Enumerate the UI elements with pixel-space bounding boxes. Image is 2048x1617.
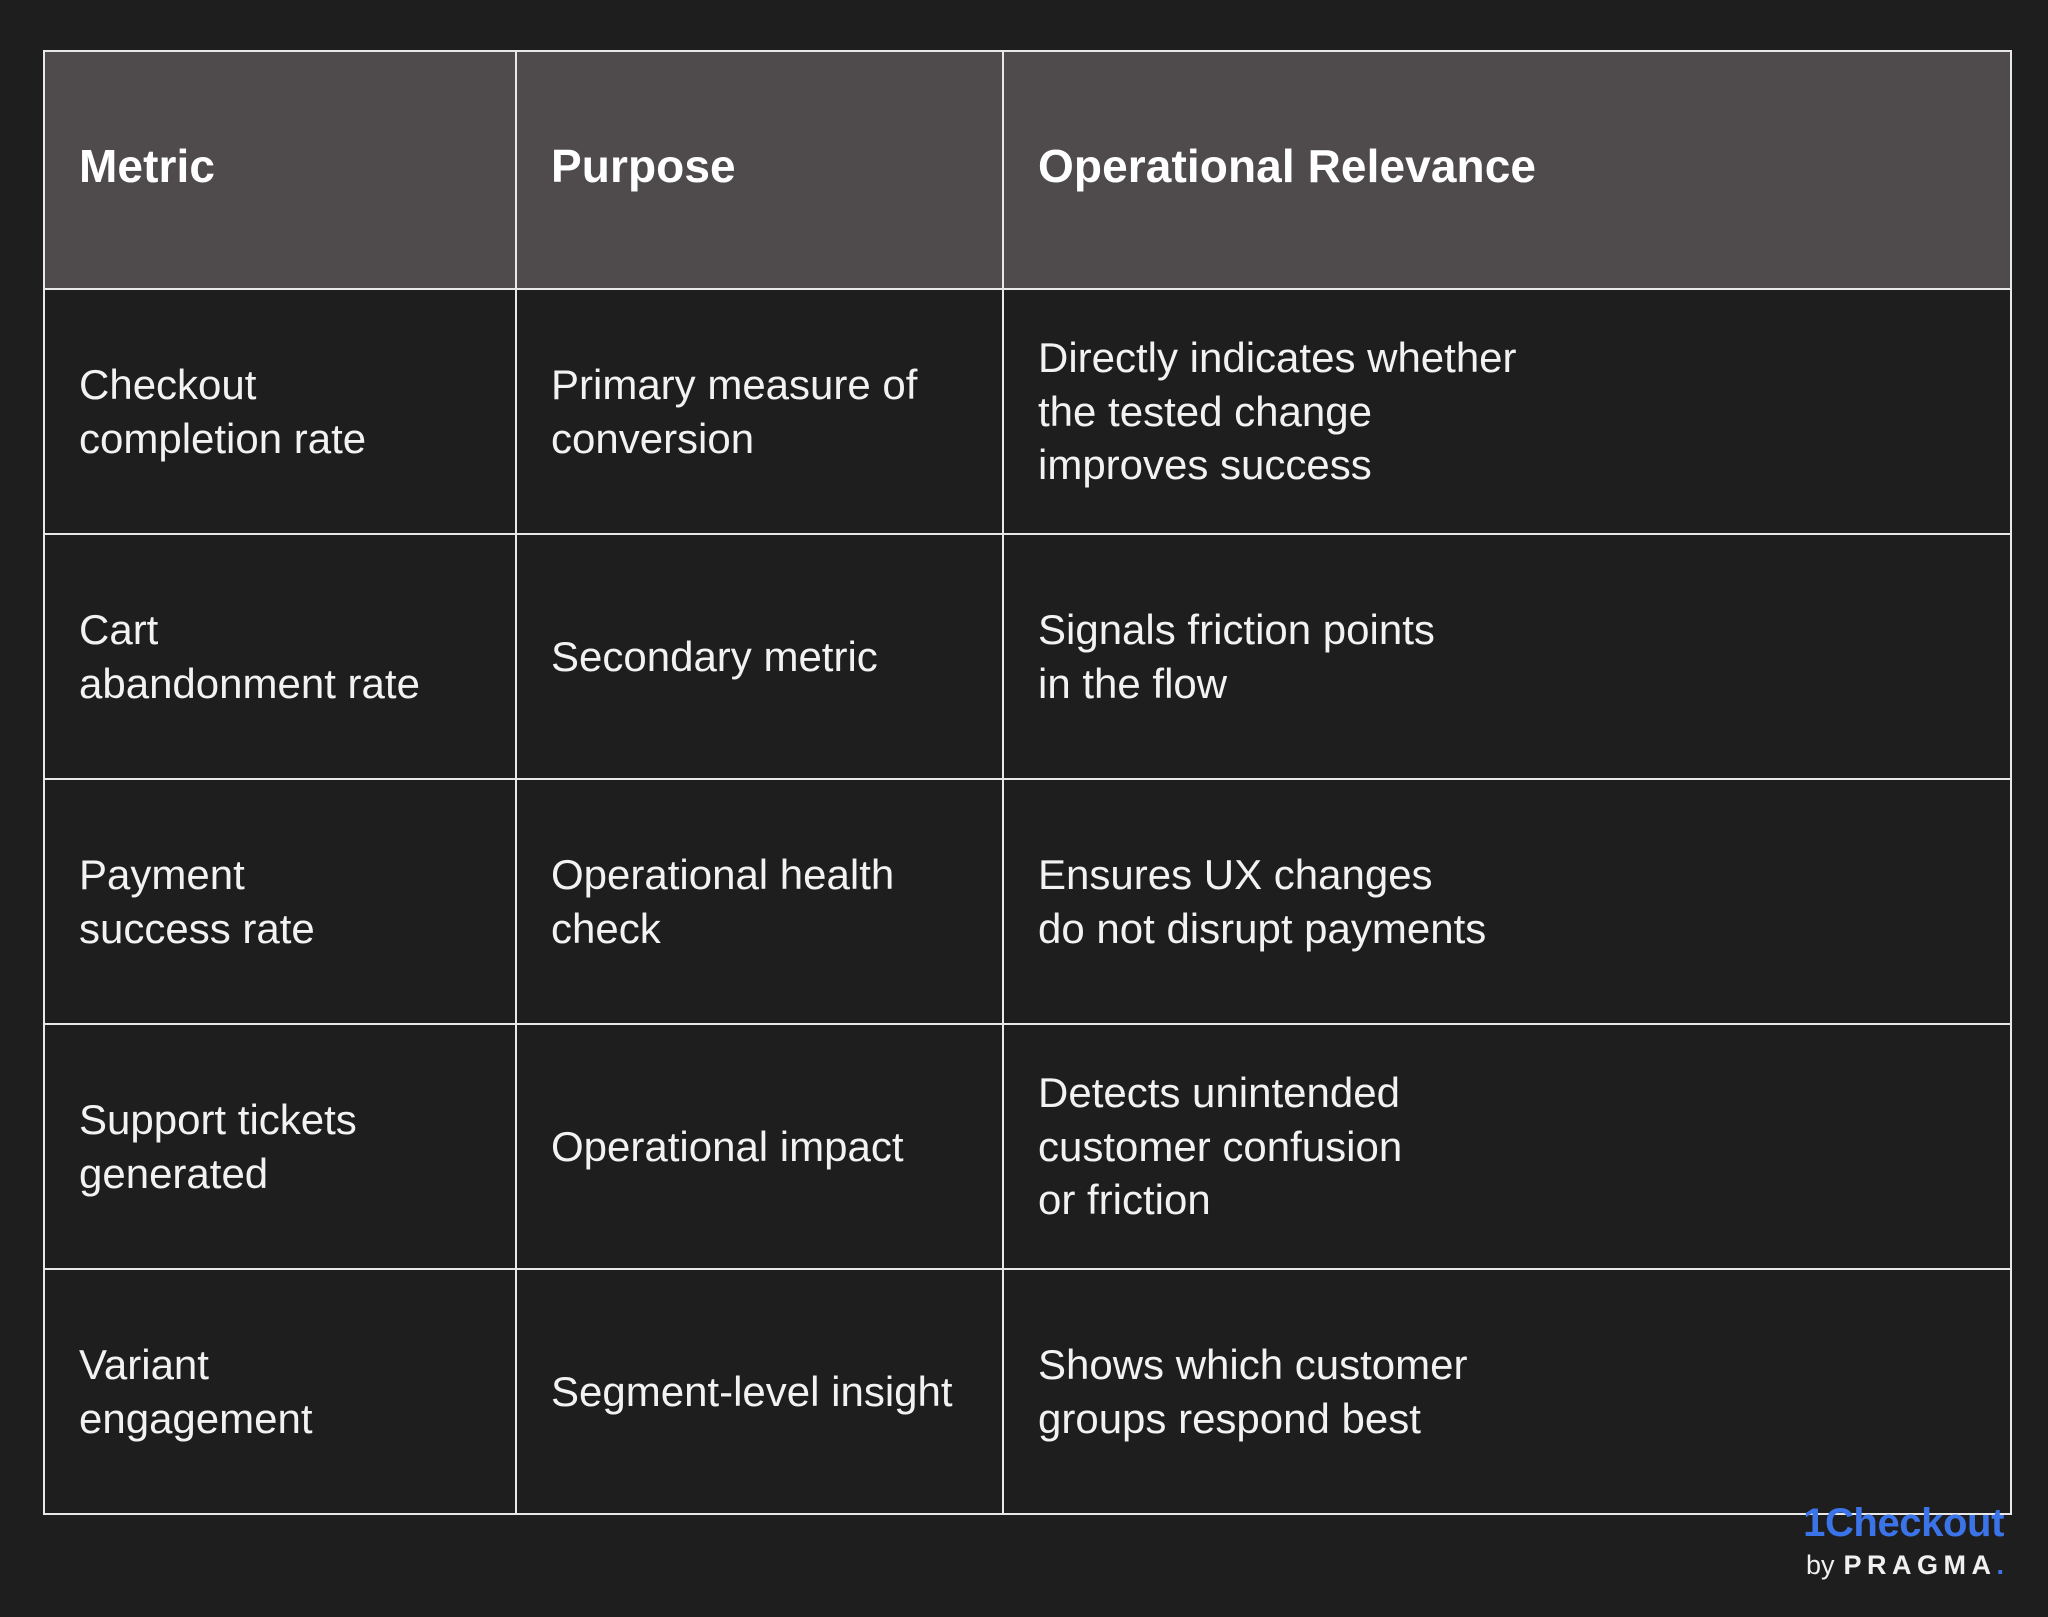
cell-metric-text: Cart abandonment rate [79, 605, 420, 707]
column-header-purpose: Purpose [515, 50, 1004, 290]
cell-purpose-text: Operational health check [551, 850, 895, 952]
cell-relevance-text: Detects unintended customer confusion or… [1038, 1068, 1403, 1224]
cell-relevance-text: Shows which customer groups respond best [1038, 1340, 1468, 1442]
cell-purpose-text: Primary measure of conversion [551, 360, 918, 462]
cell-purpose: Primary measure of conversion [515, 288, 1004, 535]
cell-relevance: Shows which customer groups respond best [1002, 1268, 2012, 1515]
cell-metric-text: Variant engagement [79, 1340, 313, 1442]
brand-logo-wordmark: 1Checkout [1803, 1500, 2004, 1545]
cell-purpose: Operational impact [515, 1023, 1004, 1270]
cell-relevance-text: Ensures UX changes do not disrupt paymen… [1038, 850, 1487, 952]
table-header: Metric Purpose Operational Relevance [43, 50, 2012, 290]
brand-logo-company: PRAGMA [1843, 1549, 1997, 1580]
brand-logo-byline: by PRAGMA. [1803, 1549, 2004, 1580]
cell-metric: Payment success rate [43, 778, 517, 1025]
cell-metric-text: Checkout completion rate [79, 360, 367, 462]
cell-purpose-text: Operational impact [551, 1122, 904, 1170]
table-row: Variant engagement Segment-level insight… [43, 1268, 2012, 1515]
cell-relevance: Directly indicates whether the tested ch… [1002, 288, 2012, 535]
table-header-row: Metric Purpose Operational Relevance [43, 50, 2012, 290]
brand-logo: 1Checkout by PRAGMA. [1803, 1502, 2004, 1579]
cell-purpose-text: Segment-level insight [551, 1367, 953, 1415]
brand-logo-by-label: by [1805, 1549, 1835, 1580]
cell-metric: Checkout completion rate [43, 288, 517, 535]
table-row: Support tickets generated Operational im… [43, 1023, 2012, 1270]
table-body: Checkout completion rate Primary measure… [43, 288, 2012, 1515]
column-header-relevance-label: Operational Relevance [1038, 139, 1537, 192]
table-row: Payment success rate Operational health … [43, 778, 2012, 1025]
column-header-metric-label: Metric [79, 139, 216, 192]
cell-relevance: Ensures UX changes do not disrupt paymen… [1002, 778, 2012, 1025]
metrics-table: Metric Purpose Operational Relevance Che… [43, 50, 2012, 1515]
cell-purpose: Segment-level insight [515, 1268, 1004, 1515]
cell-metric-text: Support tickets generated [79, 1095, 357, 1197]
column-header-relevance: Operational Relevance [1002, 50, 2012, 290]
cell-relevance: Signals friction points in the flow [1002, 533, 2012, 780]
cell-metric-text: Payment success rate [79, 850, 315, 952]
cell-purpose: Operational health check [515, 778, 1004, 1025]
cell-relevance-text: Signals friction points in the flow [1038, 605, 1435, 707]
cell-metric: Support tickets generated [43, 1023, 517, 1270]
cell-metric: Variant engagement [43, 1268, 517, 1515]
table-row: Cart abandonment rate Secondary metric S… [43, 533, 2012, 780]
cell-metric: Cart abandonment rate [43, 533, 517, 780]
cell-relevance: Detects unintended customer confusion or… [1002, 1023, 2012, 1270]
cell-purpose-text: Secondary metric [551, 632, 878, 680]
table-row: Checkout completion rate Primary measure… [43, 288, 2012, 535]
brand-logo-dot: . [1996, 1549, 2004, 1580]
column-header-purpose-label: Purpose [551, 139, 736, 192]
cell-relevance-text: Directly indicates whether the tested ch… [1038, 333, 1517, 489]
cell-purpose: Secondary metric [515, 533, 1004, 780]
column-header-metric: Metric [43, 50, 517, 290]
